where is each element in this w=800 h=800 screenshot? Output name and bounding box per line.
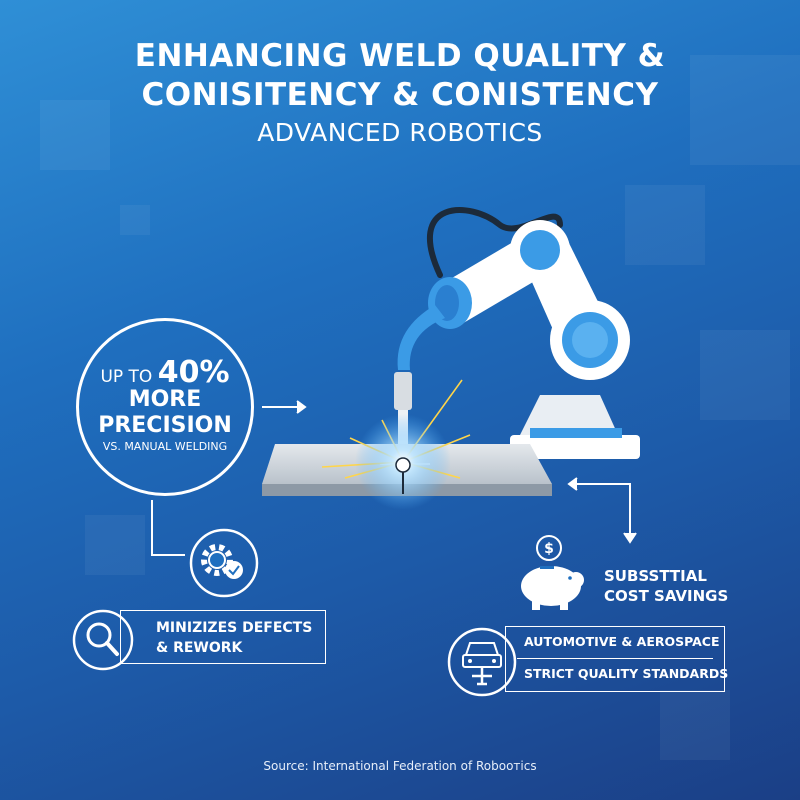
source-note: Source: International Federation of Robo… [263, 759, 537, 773]
double-arrow [567, 477, 637, 544]
stat-prefix: UP TO [100, 367, 153, 387]
precision-stat-circle: UP TO 40% MORE PRECISION VS. MANUAL WELD… [76, 318, 254, 496]
stat-value: 40% [157, 355, 230, 390]
magnifier-icon [72, 609, 134, 671]
gear-check-icon [189, 528, 259, 598]
svg-text:$: $ [544, 541, 554, 557]
savings-line-2: COST SAVINGS [604, 587, 729, 605]
subtitle: ADVANCED ROBOTICS [257, 118, 543, 147]
savings-line-1: SUBSSTTIAL [604, 567, 707, 585]
industry-line-1: AUTOMOTIVE & AEROSPACE [524, 634, 720, 649]
defects-line-2: & REWORK [156, 640, 243, 656]
defects-line-1: MINIZIZES DEFECTS [156, 620, 313, 636]
robot-arm [394, 207, 640, 459]
piggy-bank-icon: $ [521, 535, 584, 610]
stat-line-precision: PRECISION [98, 413, 232, 438]
bg-square [700, 330, 790, 420]
bg-square [690, 55, 800, 165]
arrow-right [262, 400, 307, 414]
weld-point [395, 457, 411, 473]
title-line-1: ENHANCING WELD QUALITY & [134, 38, 666, 74]
stat-prefix-line: UP TO 40% [79, 355, 251, 390]
stat-main: MORE PRECISION [79, 387, 251, 439]
bg-square [85, 515, 145, 575]
industry-box [505, 626, 725, 692]
stat-line-more: MORE [128, 387, 202, 412]
industry-line-2: STRICT QUALITY STANDARDS [524, 666, 729, 681]
car-plane-icon [447, 627, 517, 697]
industry-divider [517, 658, 713, 659]
connector-line [151, 500, 185, 556]
bg-square [660, 690, 730, 760]
defects-box [120, 610, 326, 664]
bg-square [625, 185, 705, 265]
title-line-2: CONISITENCY & CONISTENCY [141, 77, 659, 113]
stat-caption: VS. MANUAL WELDING [102, 440, 228, 453]
bg-square [40, 100, 110, 170]
bg-square [120, 205, 150, 235]
